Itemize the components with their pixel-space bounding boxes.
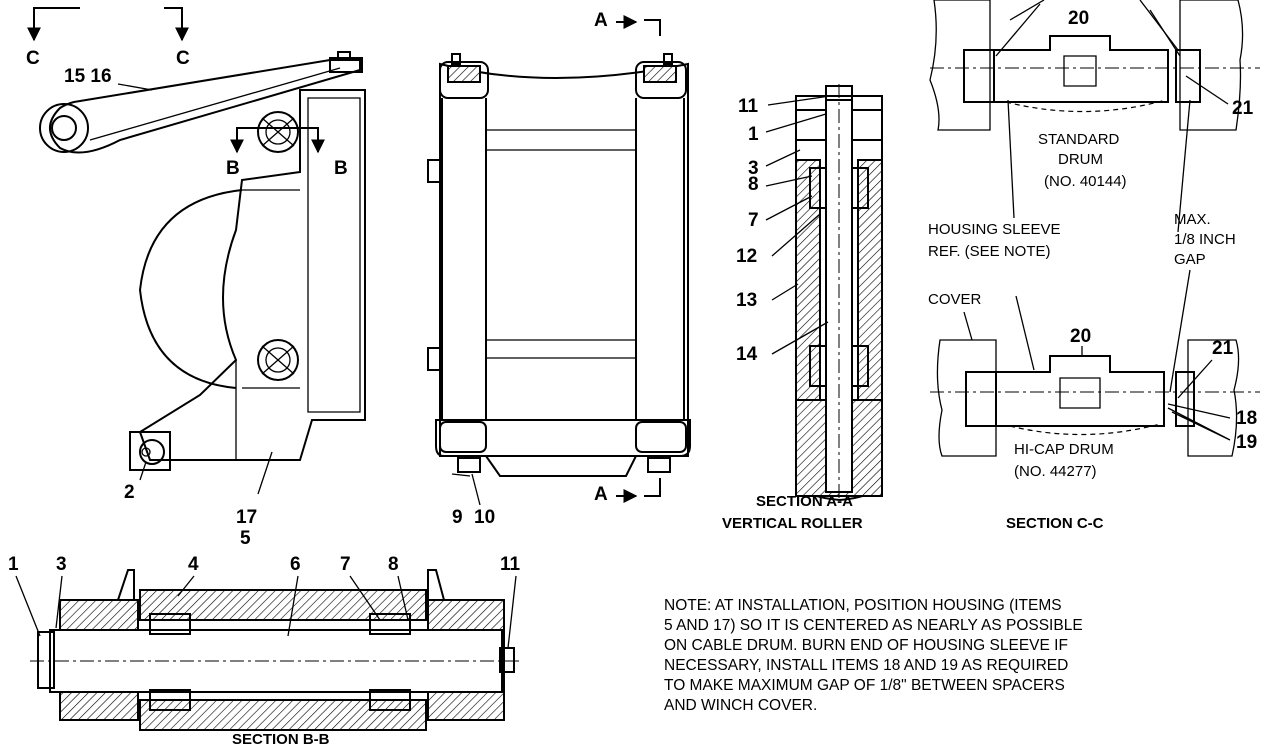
bb-callout-8: 8 bbox=[388, 554, 399, 575]
note-line-6: AND WINCH COVER. bbox=[664, 697, 817, 714]
note-line-2: 5 AND 17) SO IT IS CENTERED AS NEARLY AS… bbox=[664, 617, 1083, 634]
hicap-drum-line2: (NO. 44277) bbox=[1014, 463, 1097, 480]
housing-sleeve-line1: HOUSING SLEEVE bbox=[928, 221, 1061, 238]
caption-section-cc: SECTION C-C bbox=[1006, 515, 1104, 532]
section-c-marker-left bbox=[33, 7, 80, 22]
standard-drum-line3: (NO. 40144) bbox=[1044, 173, 1127, 190]
standard-drum-line2: DRUM bbox=[1058, 151, 1103, 168]
section-c-letter-right: C bbox=[176, 48, 190, 69]
section-c-marker-right bbox=[164, 7, 189, 42]
section-a-letter-top: A bbox=[594, 10, 608, 31]
caption-section-bb: SECTION B-B bbox=[232, 731, 330, 748]
max-gap-line2: 1/8 INCH bbox=[1174, 231, 1236, 248]
note-line-5: TO MAKE MAXIMUM GAP OF 1/8" BETWEEN SPAC… bbox=[664, 677, 1065, 694]
aa-callout-7: 7 bbox=[748, 210, 759, 231]
cc-callout-21-bottom: 21 bbox=[1212, 338, 1234, 359]
hicap-drum-line1: HI-CAP DRUM bbox=[1014, 441, 1114, 458]
section-cc-drums: 20 21 STANDARD DRUM (NO. 40144) HOUSING … bbox=[928, 0, 1260, 480]
note-line-1: NOTE: AT INSTALLATION, POSITION HOUSING … bbox=[664, 597, 1062, 614]
housing-side-view: C C B B 15 16 bbox=[26, 7, 366, 549]
aa-callout-13: 13 bbox=[736, 290, 757, 311]
standard-drum-line1: STANDARD bbox=[1038, 131, 1120, 148]
section-c-letter-left: C bbox=[26, 48, 40, 69]
housing-front-view: A A 9 10 bbox=[427, 10, 691, 528]
max-gap-line3: GAP bbox=[1174, 251, 1206, 268]
callout-9: 9 bbox=[452, 507, 463, 528]
callout-15-16: 15 16 bbox=[64, 66, 112, 87]
bb-callout-6: 6 bbox=[290, 554, 301, 575]
aa-callout-3: 3 bbox=[748, 158, 759, 179]
section-b-letter-left: B bbox=[226, 158, 240, 179]
bb-callout-1: 1 bbox=[8, 554, 19, 575]
bb-callout-7: 7 bbox=[340, 554, 351, 575]
aa-callout-8: 8 bbox=[748, 174, 759, 195]
aa-callout-12: 12 bbox=[736, 246, 757, 267]
cc-callout-18: 18 bbox=[1236, 408, 1257, 429]
note-line-3: ON CABLE DRUM. BURN END OF HOUSING SLEEV… bbox=[664, 637, 1068, 654]
callout-5: 5 bbox=[240, 528, 251, 549]
section-b-letter-right: B bbox=[334, 158, 348, 179]
section-bb-horizontal-roller: 1 3 4 6 7 8 11 bbox=[8, 554, 521, 731]
aa-callout-1: 1 bbox=[748, 124, 759, 145]
caption-section-aa-line2: VERTICAL ROLLER bbox=[722, 515, 863, 532]
max-gap-line1: MAX. bbox=[1174, 211, 1211, 228]
callout-10: 10 bbox=[474, 507, 495, 528]
aa-callout-14: 14 bbox=[736, 344, 758, 365]
note-line-4: NECESSARY, INSTALL ITEMS 18 AND 19 AS RE… bbox=[664, 657, 1068, 674]
cc-callout-19: 19 bbox=[1236, 432, 1257, 453]
cc-callout-20-top: 20 bbox=[1068, 8, 1089, 29]
cc-callout-21-top: 21 bbox=[1232, 98, 1254, 119]
cc-callout-20-bottom: 20 bbox=[1070, 326, 1091, 347]
bb-callout-11: 11 bbox=[500, 554, 521, 575]
housing-sleeve-line2: REF. (SEE NOTE) bbox=[928, 243, 1051, 260]
installation-note: NOTE: AT INSTALLATION, POSITION HOUSING … bbox=[664, 597, 1083, 714]
bb-callout-4: 4 bbox=[188, 554, 199, 575]
cover-label: COVER bbox=[928, 291, 982, 308]
callout-17: 17 bbox=[236, 507, 257, 528]
section-a-letter-bottom: A bbox=[594, 484, 608, 505]
callout-2: 2 bbox=[124, 482, 135, 503]
caption-section-aa-line1: SECTION A-A bbox=[756, 493, 853, 510]
aa-callout-11: 11 bbox=[738, 96, 759, 117]
bb-callout-3: 3 bbox=[56, 554, 67, 575]
section-aa-vertical-roller: 11 1 3 8 7 12 13 14 bbox=[736, 84, 883, 502]
